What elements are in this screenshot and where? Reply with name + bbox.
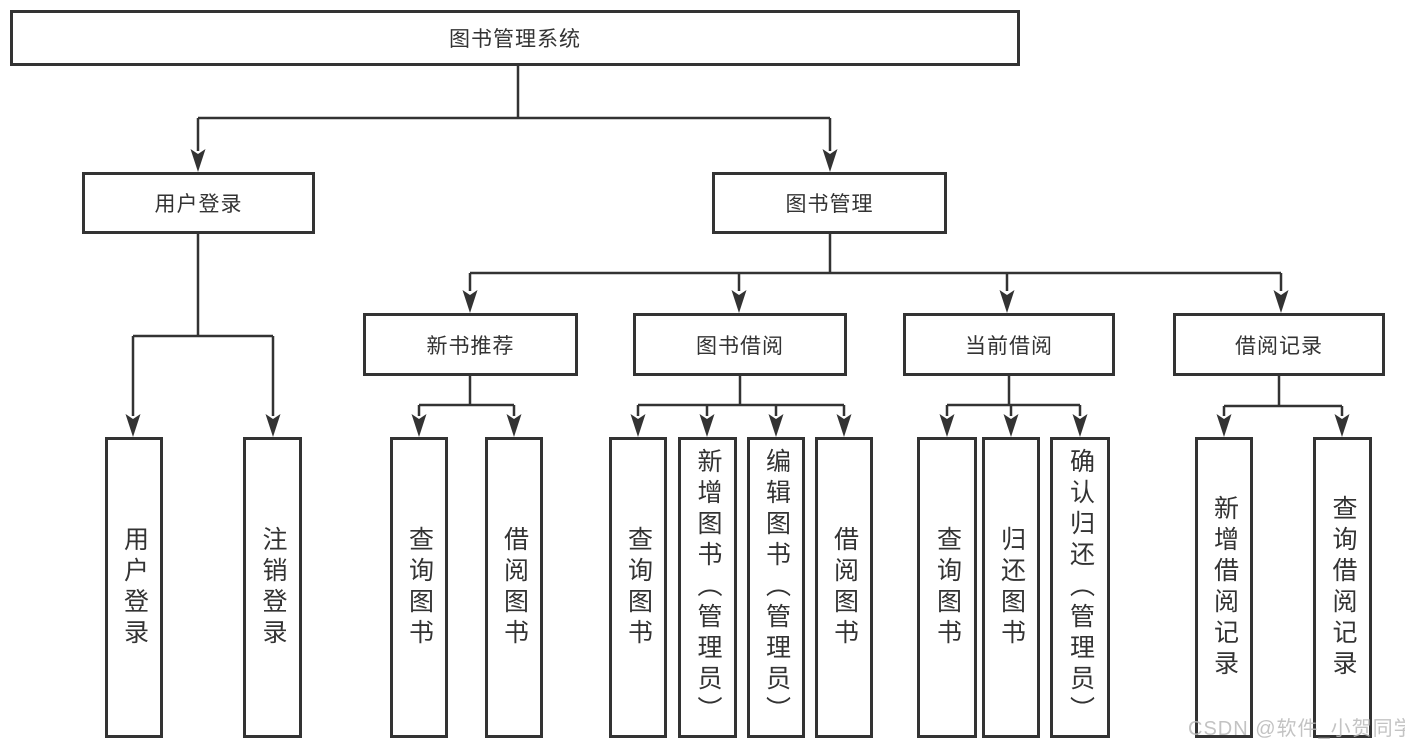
leaf-borrow-borrow-book: 借阅图书 [815, 437, 873, 738]
arrow-icon [1334, 414, 1350, 437]
arrow-icon [768, 414, 784, 437]
node-book-mgmt-label: 图书管理 [785, 193, 874, 216]
leaf-logout: 注销登录 [243, 437, 302, 738]
node-book-borrow: 图书借阅 [633, 313, 847, 376]
leaf-record-query: 查询借阅记录 [1313, 437, 1372, 738]
leaf-newbook-query: 查询图书 [390, 437, 448, 738]
leaf-record-query-label: 查询借阅记录 [1329, 494, 1357, 681]
arrow-icon [999, 290, 1015, 313]
leaf-borrow-add-book-label: 新增图书（管理员） [694, 448, 722, 727]
leaf-current-return-label: 归还图书 [997, 525, 1026, 650]
arrow-icon [506, 414, 522, 437]
leaf-newbook-borrow-label: 借阅图书 [500, 525, 529, 650]
leaf-borrow-query: 查询图书 [609, 437, 667, 738]
node-current-borrow: 当前借阅 [903, 313, 1115, 376]
arrow-icon [822, 149, 838, 172]
leaf-borrow-borrow-book-label: 借阅图书 [830, 525, 859, 650]
arrow-icon [630, 414, 646, 437]
leaf-logout-label: 注销登录 [259, 525, 287, 650]
arrow-icon [462, 290, 478, 313]
node-borrow-records-label: 借阅记录 [1235, 334, 1323, 358]
arrow-icon [190, 149, 206, 172]
node-book-borrow-label: 图书借阅 [696, 334, 784, 358]
leaf-borrow-query-label: 查询图书 [624, 525, 653, 650]
arrow-icon [836, 414, 852, 437]
node-current-borrow-label: 当前借阅 [965, 334, 1053, 358]
leaf-newbook-query-label: 查询图书 [405, 525, 434, 650]
leaf-record-add-label: 新增借阅记录 [1210, 494, 1239, 681]
leaf-current-confirm-return: 确认归还（管理员） [1050, 437, 1110, 738]
connector-root [196, 66, 832, 151]
arrowheads [125, 149, 1350, 437]
node-user-login: 用户登录 [82, 172, 315, 234]
connector-user-login [131, 234, 275, 416]
arrow-icon [939, 414, 955, 437]
node-new-book-rec: 新书推荐 [363, 313, 578, 376]
leaf-newbook-borrow: 借阅图书 [485, 437, 543, 738]
connector-borrow [636, 376, 846, 416]
node-root-label: 图书管理系统 [449, 28, 581, 51]
connector-current [945, 376, 1082, 416]
arrow-icon [411, 414, 427, 437]
leaf-current-query: 查询图书 [917, 437, 977, 738]
leaf-user-login-label: 用户登录 [120, 525, 149, 650]
arrow-icon [731, 290, 747, 313]
connector-new-book [417, 376, 516, 416]
arrow-icon [1216, 414, 1232, 437]
leaf-user-login: 用户登录 [105, 437, 163, 738]
csdn-watermark: CSDN @软件_小贺同学 [1188, 718, 1405, 740]
leaf-current-return: 归还图书 [982, 437, 1040, 738]
node-user-login-label: 用户登录 [154, 193, 243, 216]
arrow-icon [265, 414, 281, 437]
leaf-current-confirm-return-label: 确认归还（管理员） [1066, 448, 1095, 727]
node-book-mgmt: 图书管理 [712, 172, 947, 234]
connector-book-mgmt [468, 234, 1283, 291]
node-borrow-records: 借阅记录 [1173, 313, 1385, 376]
leaf-record-add: 新增借阅记录 [1195, 437, 1253, 738]
leaf-current-query-label: 查询图书 [933, 525, 962, 650]
arrow-icon [1003, 414, 1019, 437]
arrow-icon [1273, 290, 1289, 313]
arrow-icon [125, 414, 141, 437]
leaf-borrow-edit-book-label: 编辑图书（管理员） [762, 448, 791, 727]
arrow-icon [699, 414, 715, 437]
connector-records [1222, 376, 1344, 416]
node-new-book-rec-label: 新书推荐 [426, 334, 515, 358]
node-root: 图书管理系统 [10, 10, 1020, 66]
leaf-borrow-add-book: 新增图书（管理员） [678, 437, 737, 738]
leaf-borrow-edit-book: 编辑图书（管理员） [747, 437, 805, 738]
arrow-icon [1072, 414, 1088, 437]
